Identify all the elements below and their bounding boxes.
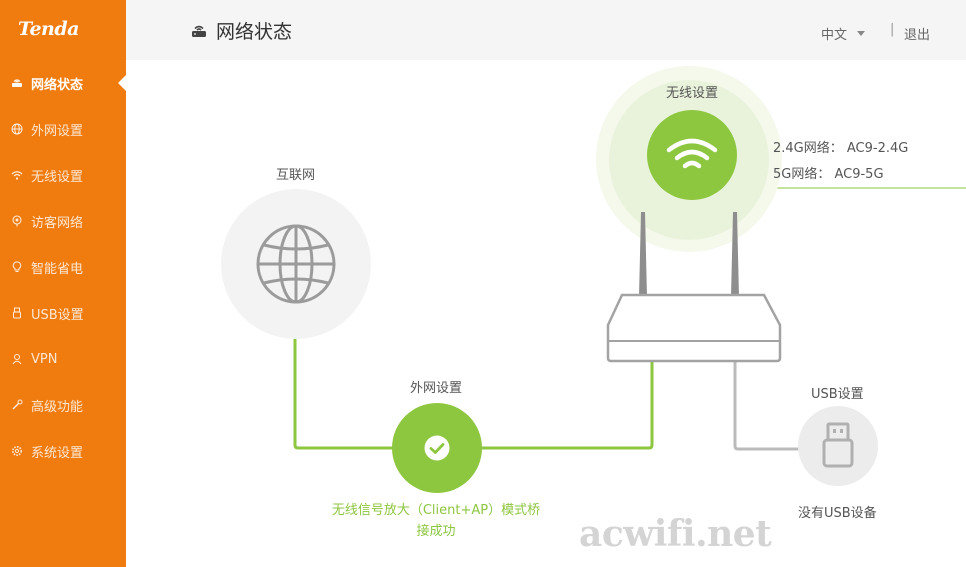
gear-icon [10,444,24,458]
usb-node[interactable] [798,406,878,486]
sidebar-item-wan-settings[interactable]: 外网设置 [0,106,126,152]
guest-icon [10,214,24,228]
globe-icon [256,224,336,304]
tools-icon [10,398,24,412]
sidebar-item-label: 系统设置 [31,445,84,461]
sidebar-nav: 网络状态 外网设置 无线设置 访客网络 智能省电 [0,60,126,474]
sidebar: Tenda 网络状态 外网设置 无线设置 访客网络 [0,0,126,567]
sidebar-item-usb-settings[interactable]: USB设置 [0,290,126,336]
ssid-5g: 5G网络： AC9-5G [773,167,884,182]
page-title-text: 网络状态 [216,21,293,43]
sidebar-item-label: VPN [31,351,58,367]
sidebar-item-label: 无线设置 [31,169,84,185]
ssid-2g: 2.4G网络： AC9-2.4G [773,141,909,156]
sidebar-item-advanced[interactable]: 高级功能 [0,382,126,428]
sidebar-item-label: 访客网络 [31,215,84,231]
sidebar-item-vpn[interactable]: VPN [0,336,126,382]
sidebar-item-label: 智能省电 [31,261,84,277]
language-select[interactable]: 中文 [821,24,866,43]
wifi-icon [666,138,718,169]
check-icon [424,435,450,461]
page-title: 网络状态 [190,17,292,44]
globe-icon [10,122,24,136]
usb-status-text: 没有USB设备 [798,506,877,521]
router-device-icon [606,212,782,363]
language-label: 中文 [821,28,848,43]
usb-icon [822,422,854,468]
logout-link[interactable]: 退出 [904,28,931,43]
header-separator: | [890,22,895,37]
vpn-icon [10,352,24,366]
chevron-down-icon [857,31,866,36]
wan-status-text: 无线信号放大（Client+AP）模式桥接成功 [331,503,541,539]
router-status-icon [190,22,208,40]
sidebar-item-guest-network[interactable]: 访客网络 [0,198,126,244]
wan-label: 外网设置 [410,381,463,396]
sidebar-item-system-settings[interactable]: 系统设置 [0,428,126,474]
sidebar-item-label: 高级功能 [31,399,84,415]
sidebar-item-wireless-settings[interactable]: 无线设置 [0,152,126,198]
network-topology: 互联网 外网设置 无线信号放大（Client+AP）模式桥接成功 无线设置 [126,60,966,567]
wireless-label: 无线设置 [666,86,719,101]
internet-node[interactable] [221,189,371,339]
usb-label: USB设置 [811,387,864,402]
wan-node[interactable] [392,403,482,493]
connection-lines [293,177,966,451]
watermark: acwifi.net [579,513,772,555]
usb-icon [10,306,24,320]
internet-label: 互联网 [276,168,316,183]
sidebar-item-label: 外网设置 [31,123,84,139]
header: 网络状态 中文 | 退出 [126,0,966,60]
tenda-logo: Tenda [18,18,79,40]
sidebar-item-label: 网络状态 [31,77,84,93]
sidebar-item-network-status[interactable]: 网络状态 [0,60,126,106]
router-status-icon [10,76,24,90]
sidebar-item-label: USB设置 [31,307,84,323]
wireless-node[interactable] [647,110,737,200]
sidebar-item-power-saving[interactable]: 智能省电 [0,244,126,290]
wifi-icon [10,168,24,182]
bulb-icon [10,260,24,274]
